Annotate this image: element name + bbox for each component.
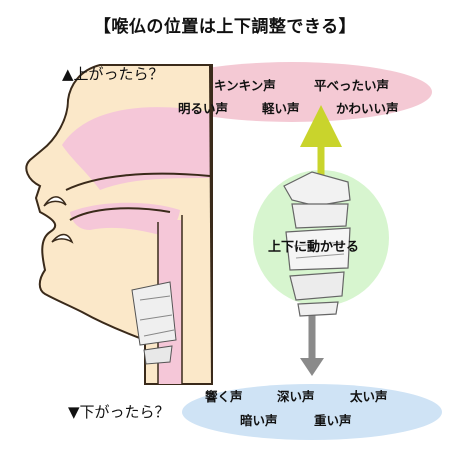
up-ellipse [152,62,432,122]
up-voice-3: 明るい声 [178,101,229,116]
up-voice-2: 平べったい声 [314,78,390,93]
down-voice-2: 深い声 [277,389,315,404]
down-voice-5: 重い声 [314,413,352,428]
center-label: 上下に動かせる [268,240,360,255]
up-question: ▲上がったら？ [62,65,164,83]
up-voice-1: キンキン声 [214,78,276,93]
up-voice-5: かわいい声 [336,101,399,116]
down-question: ▼下がったら？ [68,403,170,421]
larynx-illustration [283,171,351,317]
up-voice-4: 軽い声 [262,101,300,116]
down-voice-3: 太い声 [350,389,388,404]
down-arrow [300,312,324,376]
head-profile [25,64,213,385]
down-voice-1: 響く声 [205,389,243,404]
down-voice-4: 暗い声 [240,413,278,428]
title: 【喉仏の位置は上下調整できる】 [93,17,357,37]
down-ellipse [182,384,442,440]
